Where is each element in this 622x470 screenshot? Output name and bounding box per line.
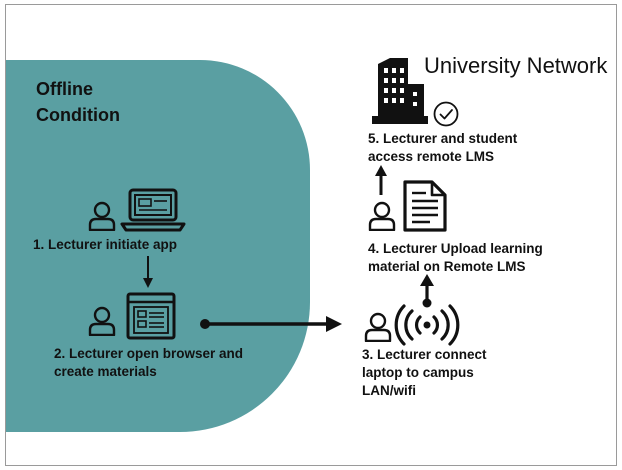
offline-condition-title: Offline Condition — [36, 79, 120, 125]
arrow-step2-to-step3 — [200, 316, 342, 332]
wifi-icon — [394, 304, 460, 346]
step-1-label: 1. Lecturer initiate app — [33, 237, 178, 252]
arrow-step4-to-step5 — [375, 165, 387, 195]
offline-condition-panel — [6, 60, 310, 432]
browser-icon — [126, 292, 176, 340]
step-3-label-line-2: laptop to campus — [362, 365, 474, 380]
step-2-label-line-1: 2. Lecturer open browser and — [54, 346, 244, 361]
user-icon — [368, 201, 396, 231]
user-icon — [364, 312, 392, 342]
step-4-label-line-1: 4. Lecturer Upload learning — [368, 241, 543, 256]
building-icon — [372, 58, 428, 124]
arrow-step1-to-step2 — [143, 256, 153, 288]
user-icon — [88, 306, 116, 336]
step-3-label-line-1: 3. Lecturer connect — [362, 347, 487, 362]
step-2-label-line-2: create materials — [54, 364, 157, 379]
document-icon — [403, 180, 447, 232]
step-3-label-line-3: LAN/wifi — [362, 383, 416, 398]
diagram-frame — [5, 4, 617, 466]
step-5-label-line-1: 5. Lecturer and student — [368, 131, 518, 146]
check-circle-icon — [433, 101, 459, 127]
university-network-title: University Network — [424, 53, 608, 78]
arrow-step3-to-step4 — [420, 274, 434, 308]
step-4-label-line-2: material on Remote LMS — [368, 259, 526, 274]
step-5-label-line-2: access remote LMS — [368, 149, 495, 164]
laptop-icon — [120, 188, 186, 232]
user-icon — [88, 201, 116, 231]
